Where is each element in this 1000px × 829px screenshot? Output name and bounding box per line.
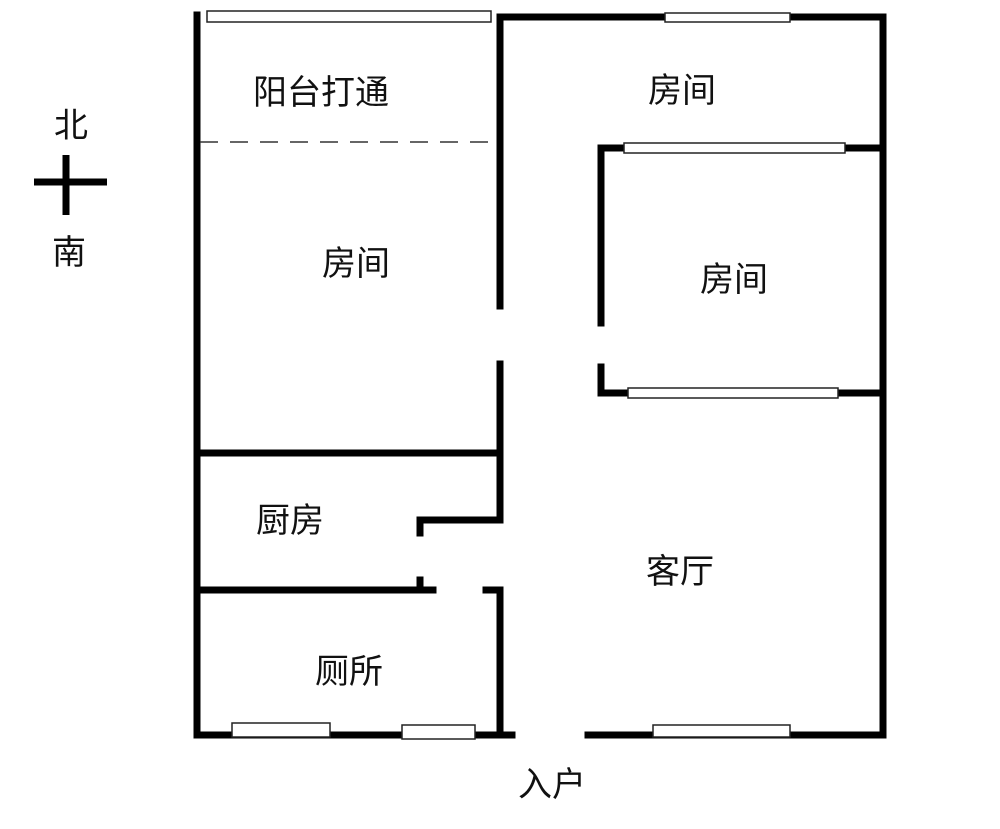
window bbox=[627, 387, 839, 399]
walls bbox=[193, 11, 887, 739]
window bbox=[623, 142, 846, 154]
label-room-north: 房间 bbox=[648, 71, 716, 111]
label-entrance: 入户 bbox=[518, 765, 586, 805]
windows bbox=[206, 10, 846, 740]
window bbox=[231, 722, 331, 738]
compass-north: 北 bbox=[54, 106, 88, 146]
label-room-middle: 房间 bbox=[700, 260, 768, 300]
compass: 北 南 bbox=[34, 106, 107, 273]
window bbox=[652, 724, 791, 738]
label-balcony: 阳台打通 bbox=[253, 73, 389, 113]
window bbox=[664, 12, 791, 23]
label-toilet: 厕所 bbox=[315, 652, 383, 692]
window bbox=[206, 10, 492, 23]
label-kitchen: 厨房 bbox=[256, 501, 324, 541]
label-living-room: 客厅 bbox=[646, 552, 714, 592]
compass-south: 南 bbox=[52, 233, 86, 273]
label-room-west: 房间 bbox=[322, 244, 390, 284]
window bbox=[401, 724, 476, 740]
